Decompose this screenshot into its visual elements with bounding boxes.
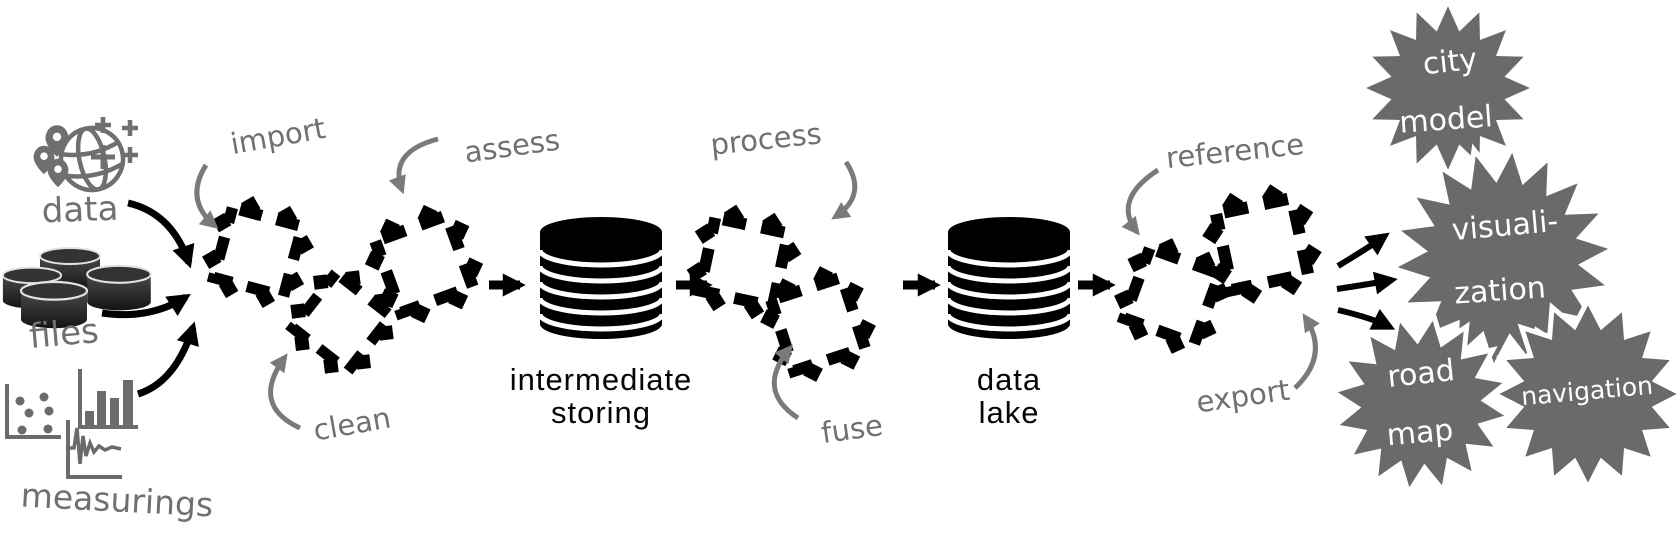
output-fan-arrows: [1336, 232, 1398, 330]
files-label: files: [27, 311, 101, 357]
export-arrow: [1293, 313, 1320, 390]
road-map-starburst: [1325, 308, 1517, 500]
gears-import-assess-clean: [193, 187, 495, 394]
plus-marks-icon: [91, 117, 138, 169]
gears-reference-export: [1102, 177, 1329, 366]
arrow-to-outputs-top: [1336, 232, 1390, 269]
visualization-label-line2: zation: [1453, 270, 1547, 312]
city-model-label-line2: model: [1398, 99, 1494, 141]
data-lake-label-line2: lake: [978, 395, 1040, 430]
measurings-icons: [5, 369, 138, 479]
arrow-files-to-gears: [101, 293, 191, 319]
arrow-measurings-to-gears: [136, 321, 199, 398]
reference-arrow: [1121, 167, 1160, 236]
data-label: data: [41, 188, 119, 232]
assess-arrow: [388, 136, 439, 195]
clean-arrow: [268, 353, 302, 431]
waveform-plot-icon: [66, 420, 122, 479]
data-lake-icon: [948, 217, 1070, 339]
city-model-label-line1: city: [1421, 41, 1479, 83]
gears-process-fuse: [679, 197, 886, 392]
annotation-arrows: [194, 136, 1320, 431]
bar-chart-icon: [78, 369, 138, 429]
intermediate-store-icon: [540, 217, 662, 339]
intermediate-storing-label-line2: storing: [550, 395, 652, 430]
intermediate-storing-label-line1: intermediate: [509, 362, 693, 397]
road-map-label-line1: road: [1385, 353, 1457, 395]
road-map-label-line2: map: [1385, 412, 1455, 454]
scatter-plot-icon: [5, 384, 61, 439]
source-arrows: [101, 199, 199, 398]
arrow-to-outputs-middle: [1336, 271, 1398, 295]
data-lake-label-line1: data: [976, 362, 1042, 397]
output-starbursts: [1325, 0, 1680, 500]
geodata-icon: [33, 117, 138, 193]
arrow-to-outputs-bottom: [1337, 307, 1396, 330]
fuse-arrow: [771, 344, 800, 421]
process-arrow: [831, 160, 858, 220]
arrow-data-to-gears: [127, 199, 195, 269]
navigation-starburst: [1488, 294, 1680, 494]
import-arrow: [194, 163, 219, 229]
